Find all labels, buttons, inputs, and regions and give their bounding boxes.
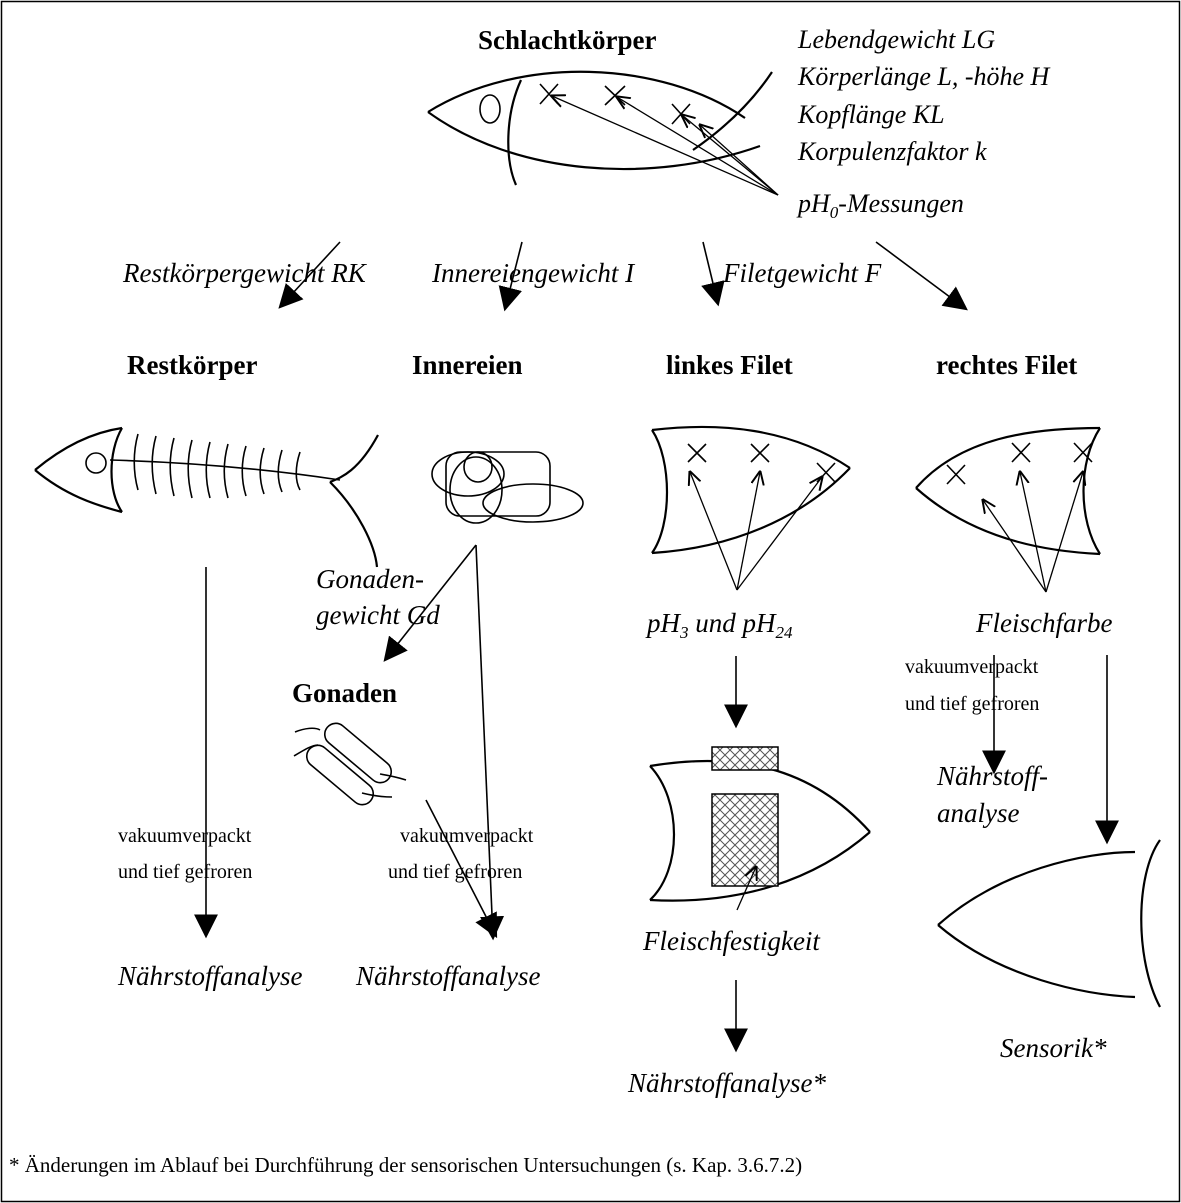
rest-weight-label: Restkörpergewicht RK xyxy=(122,258,368,288)
ph0-measurement-arrows xyxy=(552,96,778,195)
node-rest-body: Restkörper xyxy=(127,350,257,380)
output-nutrient-analysis-rest: Nährstoffanalyse xyxy=(117,961,303,991)
footnote: * Änderungen im Ablauf bei Durchführung … xyxy=(9,1153,802,1177)
vacuum-note-1-line1: vakuumverpackt xyxy=(118,825,252,847)
output-nutrient-analysis-star: Nährstoffanalyse* xyxy=(627,1068,827,1098)
vacuum-note-2-line2: und tief gefroren xyxy=(388,861,522,883)
svg-text:Lebendgewicht LG: Lebendgewicht LG xyxy=(797,25,995,54)
output-nutrient-split-2: analyse xyxy=(937,798,1019,828)
ph0-measurements-label: pH0-Messungen xyxy=(796,189,964,222)
firmness-fillet-icon xyxy=(650,747,870,901)
fillet-weight-label: Filetgewicht F xyxy=(722,258,882,288)
output-nutrient-analysis-innards: Nährstoffanalyse xyxy=(355,961,541,991)
gonads-icon xyxy=(294,719,406,809)
svg-text:Korpulenzfaktor k: Korpulenzfaktor k xyxy=(797,137,987,166)
vacuum-note-3-line2: und tief gefroren xyxy=(905,693,1039,715)
node-innards: Innereien xyxy=(412,350,523,380)
left-fillet-icon xyxy=(652,427,850,553)
gonad-weight-label-1: Gonaden- xyxy=(316,564,424,594)
innards-weight-label: Innereiengewicht I xyxy=(431,258,636,288)
skeleton-icon xyxy=(35,428,378,567)
node-left-fillet: linkes Filet xyxy=(666,350,793,380)
meat-color-arrows xyxy=(983,472,1083,592)
node-gonads: Gonaden xyxy=(292,678,397,708)
node-carcass: Schlachtkörper xyxy=(478,25,657,55)
vacuum-note-3-line1: vakuumverpackt xyxy=(905,656,1039,678)
vacuum-note-2-line1: vakuumverpackt xyxy=(400,825,534,847)
node-right-fillet: rechtes Filet xyxy=(936,350,1077,380)
output-nutrient-split-1: Nährstoff- xyxy=(936,761,1048,791)
output-sensory: Sensorik* xyxy=(1000,1033,1107,1063)
ph3-ph24-label: pH3 und pH24 xyxy=(645,608,793,642)
innards-icon xyxy=(432,452,583,523)
sensory-fillet-icon xyxy=(938,840,1160,1007)
right-fillet-icon xyxy=(916,428,1100,554)
carcass-fish-icon xyxy=(428,72,772,185)
svg-text:Körperlänge L, -höhe H: Körperlänge L, -höhe H xyxy=(797,62,1051,91)
svg-text:Kopflänge KL: Kopflänge KL xyxy=(797,100,945,129)
carcass-measurement-list: Lebendgewicht LG Körperlänge L, -höhe H … xyxy=(797,25,1051,166)
meat-color-label: Fleischfarbe xyxy=(975,608,1112,638)
firmness-label: Fleischfestigkeit xyxy=(642,926,821,956)
vacuum-note-1-line2: und tief gefroren xyxy=(118,861,252,883)
gonad-weight-label-2: gewicht Gd xyxy=(316,600,440,630)
